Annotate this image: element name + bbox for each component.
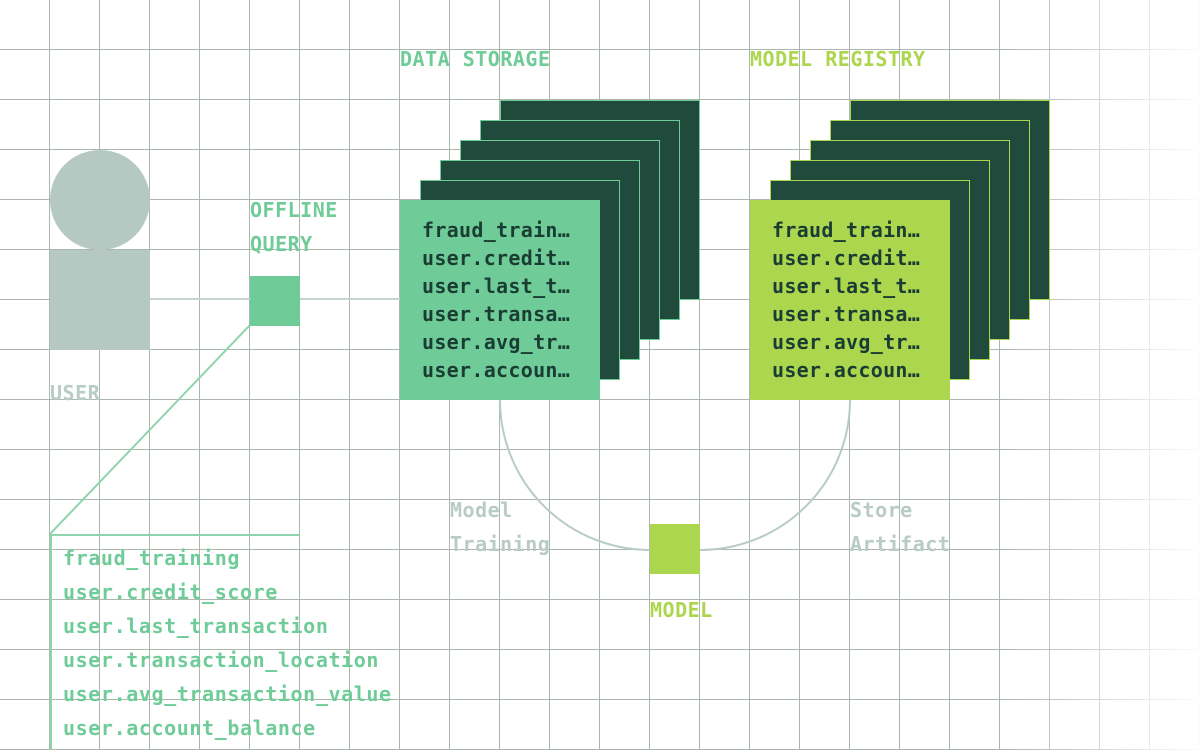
store-artifact-label: Store Artifact: [850, 498, 951, 556]
model-node: [650, 524, 700, 574]
feature-item: user.avg_transaction_value: [63, 682, 392, 706]
user-head-icon: [50, 150, 150, 250]
offline-query-node: [250, 276, 300, 326]
model-label: MODEL: [650, 598, 713, 622]
feature-item: user.credit_score: [63, 580, 278, 604]
data-storage-card: fraud_training user.credit_score user.la…: [400, 200, 600, 400]
registry-feature-row: user.transaction_location: [772, 302, 928, 326]
feature-item: user.transaction_location: [63, 648, 380, 672]
registry-feature-row: user.credit_score: [772, 246, 928, 270]
feature-item: user.account_balance: [63, 716, 316, 740]
feature-item: fraud_training: [63, 546, 240, 570]
registry-feature-row: user.account_balance: [772, 358, 928, 382]
storage-feature-row: user.account_balance: [422, 358, 578, 382]
model-training-label: Model Training: [450, 498, 551, 556]
user-body-icon: [50, 250, 150, 350]
training-arc: [499, 399, 651, 551]
registry-feature-row: fraud_training: [772, 218, 928, 242]
user-label: USER: [50, 381, 101, 405]
storage-feature-row: user.last_transaction: [422, 274, 578, 298]
storage-feature-row: user.transaction_location: [422, 302, 578, 326]
feature-item: user.last_transaction: [63, 614, 329, 638]
storage-feature-row: user.credit_score: [422, 246, 578, 270]
artifact-arc: [699, 399, 851, 551]
query-to-detail-line: [49, 324, 251, 535]
registry-feature-row: user.last_transaction: [772, 274, 928, 298]
storage-feature-row: user.avg_transaction_value: [422, 330, 578, 354]
offline-query-label: OFFLINE QUERY: [250, 198, 338, 256]
storage-feature-row: fraud_training: [422, 218, 578, 242]
model-registry-card: fraud_training user.credit_score user.la…: [750, 200, 950, 400]
feature-detail-list: fraud_training user.credit_score user.la…: [63, 541, 392, 745]
data-storage-label: DATA STORAGE: [400, 47, 551, 71]
registry-feature-row: user.avg_transaction_value: [772, 330, 928, 354]
model-registry-label: MODEL REGISTRY: [750, 47, 926, 71]
feature-detail-box: [50, 534, 300, 750]
